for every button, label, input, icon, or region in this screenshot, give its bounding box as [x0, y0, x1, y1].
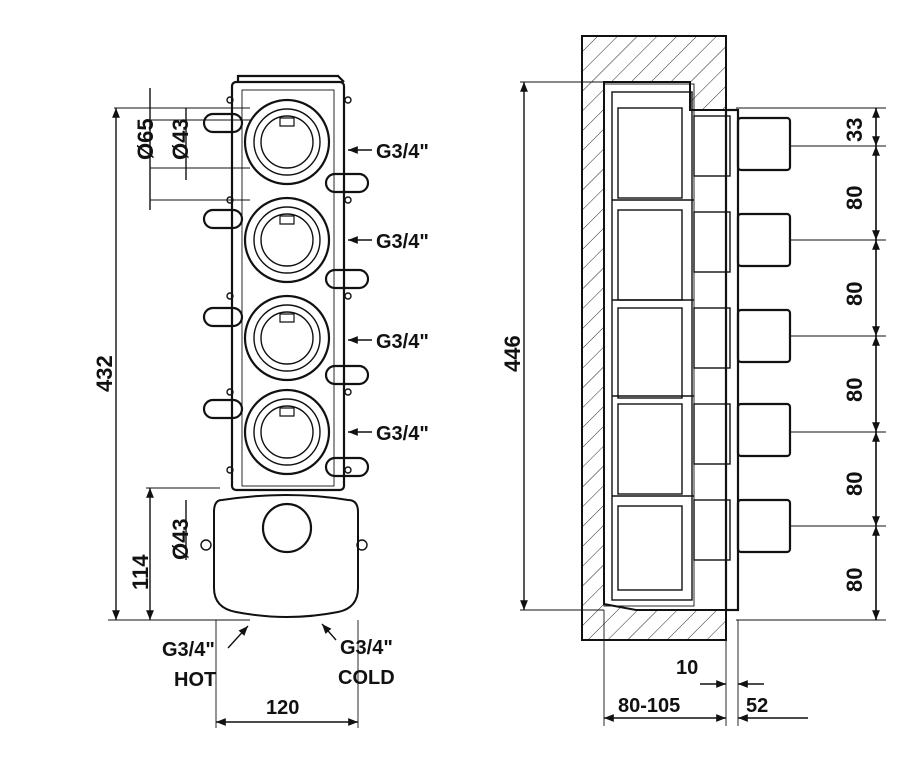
front-view: G3/4" G3/4" G3/4" G3/4" Ø65 Ø43 432 114 …: [92, 74, 429, 728]
diameter-dimension-lines: [114, 88, 250, 210]
hot-inlet-thread: G3/4": [162, 639, 215, 661]
body-top-cap: [236, 74, 345, 83]
hot-inlet-arrow: [227, 625, 249, 649]
dim-spacing-80-4: 80: [842, 472, 867, 496]
mixer-bolt-left: [200, 539, 212, 551]
dim-wall-80-105: 80-105: [618, 695, 680, 717]
knob-side-3: [736, 308, 792, 364]
knob-side-2: [736, 212, 792, 268]
knob-side-4: [736, 402, 792, 458]
dim-height-114: 114: [128, 554, 153, 590]
valve-cartridge-3: [243, 294, 331, 382]
knob-side-1: [736, 116, 792, 172]
valve-cartridge-4: [243, 388, 331, 476]
internal-sections: [612, 107, 694, 591]
knob-side-5: [736, 498, 792, 554]
outlet-label-4: G3/4": [376, 423, 429, 445]
dim-width-120: 120: [266, 697, 299, 719]
cold-inlet-label: COLD: [338, 667, 395, 689]
dim-diameter-43-mixer: Ø43: [168, 518, 193, 560]
outlet-label-1: G3/4": [376, 141, 429, 163]
dim-diameter-43-top: Ø43: [168, 118, 193, 160]
dim-spacing-80-1: 80: [842, 186, 867, 210]
mounting-lugs-left: [202, 112, 244, 420]
cover-plate: [724, 108, 740, 612]
mixer-bolt-right: [356, 539, 368, 551]
dim-knob-52: 52: [746, 695, 768, 717]
valve-cartridges: [243, 98, 331, 476]
cartridge-stems: [693, 115, 731, 561]
spacing-dimension-lines: [736, 107, 886, 621]
outlet-arrows: [348, 146, 372, 436]
dim-height-446: 446: [500, 335, 525, 372]
dim-height-432: 432: [92, 355, 117, 392]
dim-spacing-80-5: 80: [842, 568, 867, 592]
depth-dimension-lines: [603, 610, 808, 726]
valve-body-outline: [230, 80, 346, 492]
outlet-label-2: G3/4": [376, 231, 429, 253]
valve-cartridge-2: [243, 196, 331, 284]
dim-diameter-65: Ø65: [133, 118, 158, 160]
dim-spacing-80-3: 80: [842, 378, 867, 402]
valve-cartridge-1: [243, 98, 331, 186]
cold-inlet-thread: G3/4": [340, 637, 393, 659]
mounting-lugs-right: [324, 172, 370, 478]
mixer-cartridge: [261, 502, 313, 554]
dim-spacing-80-2: 80: [842, 282, 867, 306]
side-knobs: [736, 116, 792, 554]
dim-spacing-33: 33: [842, 118, 867, 142]
hot-inlet-label: HOT: [174, 669, 216, 691]
outlet-label-3: G3/4": [376, 331, 429, 353]
side-view: 446 33 80 80 80 80 80: [500, 35, 886, 726]
dim-plate-10: 10: [676, 657, 698, 679]
mixer-body: [213, 494, 359, 618]
cold-inlet-arrow: [321, 623, 337, 641]
